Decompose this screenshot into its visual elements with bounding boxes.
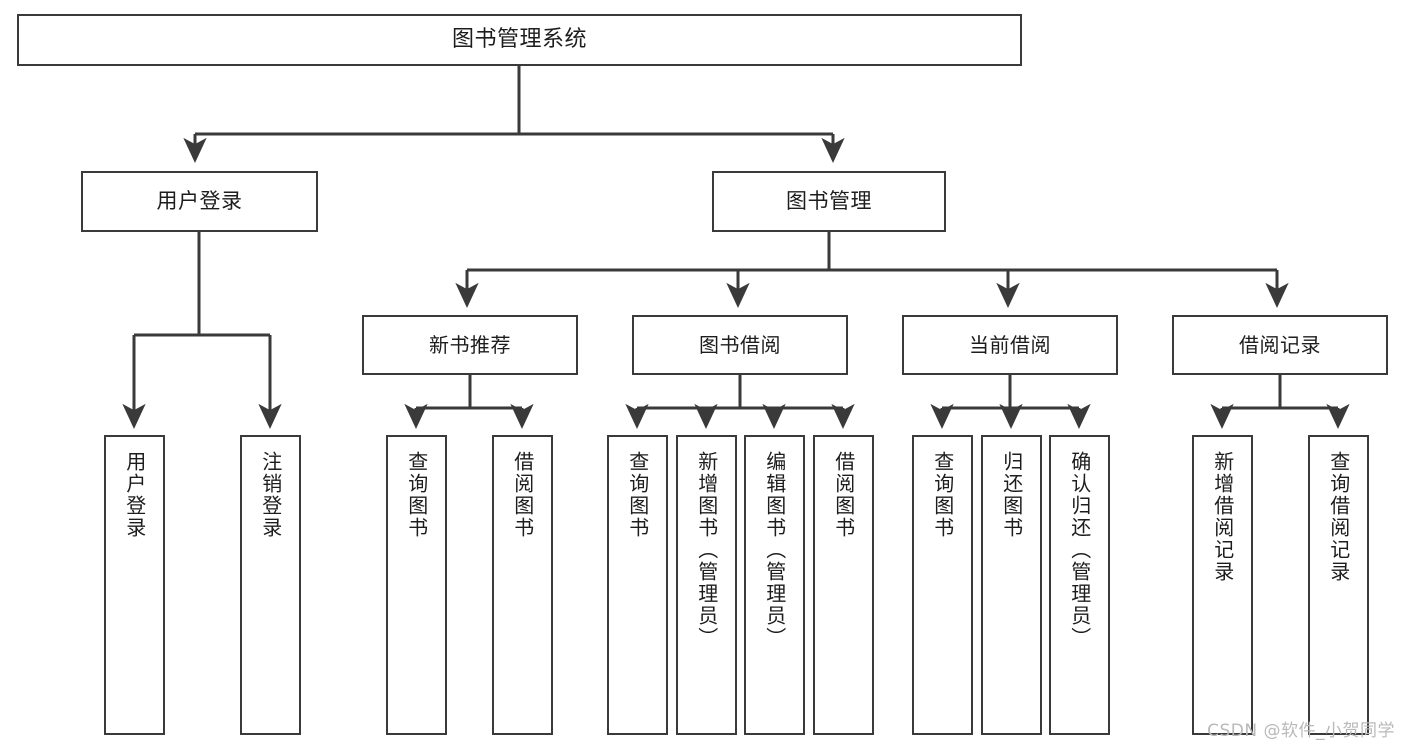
leaf-user-login[interactable]: 用户登录: [104, 435, 165, 735]
leaf-edit-book[interactable]: 编辑图书（管理员）: [744, 435, 805, 735]
node-book-manage[interactable]: 图书管理: [712, 171, 946, 232]
leaf-confirm-return-label: 确认归还（管理员）: [1067, 451, 1092, 649]
leaf-confirm-return[interactable]: 确认归还（管理员）: [1049, 435, 1110, 735]
leaf-query-book-3-label: 查询图书: [930, 451, 955, 539]
node-book-borrow[interactable]: 图书借阅: [632, 315, 848, 375]
leaf-query-book-3[interactable]: 查询图书: [912, 435, 973, 735]
leaf-edit-book-label: 编辑图书（管理员）: [762, 451, 787, 649]
leaf-query-record[interactable]: 查询借阅记录: [1308, 435, 1369, 735]
watermark-text: CSDN @软件_小贺同学: [1207, 721, 1395, 741]
leaf-add-book-label: 新增图书（管理员）: [694, 451, 719, 649]
node-borrow-record[interactable]: 借阅记录: [1172, 315, 1388, 375]
node-current-borrow-label: 当前借阅: [969, 332, 1051, 357]
leaf-return-book[interactable]: 归还图书: [981, 435, 1042, 735]
leaf-query-book-1-label: 查询图书: [404, 451, 429, 539]
leaf-borrow-book-2-label: 借阅图书: [831, 451, 856, 539]
node-user-login[interactable]: 用户登录: [81, 171, 318, 232]
leaf-user-logout[interactable]: 注销登录: [240, 435, 301, 735]
node-book-borrow-label: 图书借阅: [699, 332, 781, 357]
leaf-return-book-label: 归还图书: [999, 451, 1024, 539]
node-borrow-record-label: 借阅记录: [1239, 332, 1321, 357]
leaf-query-book-2[interactable]: 查询图书: [607, 435, 668, 735]
node-new-book-recommend[interactable]: 新书推荐: [362, 315, 578, 375]
node-book-manage-label: 图书管理: [786, 189, 872, 214]
leaf-query-record-label: 查询借阅记录: [1326, 451, 1351, 583]
leaf-borrow-book-1-label: 借阅图书: [510, 451, 535, 539]
node-root[interactable]: 图书管理系统: [17, 14, 1022, 66]
leaf-user-logout-label: 注销登录: [258, 451, 283, 539]
leaf-add-record[interactable]: 新增借阅记录: [1192, 435, 1253, 735]
leaf-add-book[interactable]: 新增图书（管理员）: [676, 435, 737, 735]
leaf-borrow-book-2[interactable]: 借阅图书: [813, 435, 874, 735]
node-current-borrow[interactable]: 当前借阅: [902, 315, 1118, 375]
node-new-book-recommend-label: 新书推荐: [429, 332, 511, 357]
leaf-user-login-label: 用户登录: [122, 451, 147, 539]
node-user-login-label: 用户登录: [156, 189, 243, 214]
leaf-borrow-book-1[interactable]: 借阅图书: [492, 435, 553, 735]
leaf-query-book-1[interactable]: 查询图书: [386, 435, 447, 735]
leaf-query-book-2-label: 查询图书: [625, 451, 650, 539]
leaf-add-record-label: 新增借阅记录: [1210, 451, 1235, 583]
node-root-label: 图书管理系统: [451, 27, 587, 53]
